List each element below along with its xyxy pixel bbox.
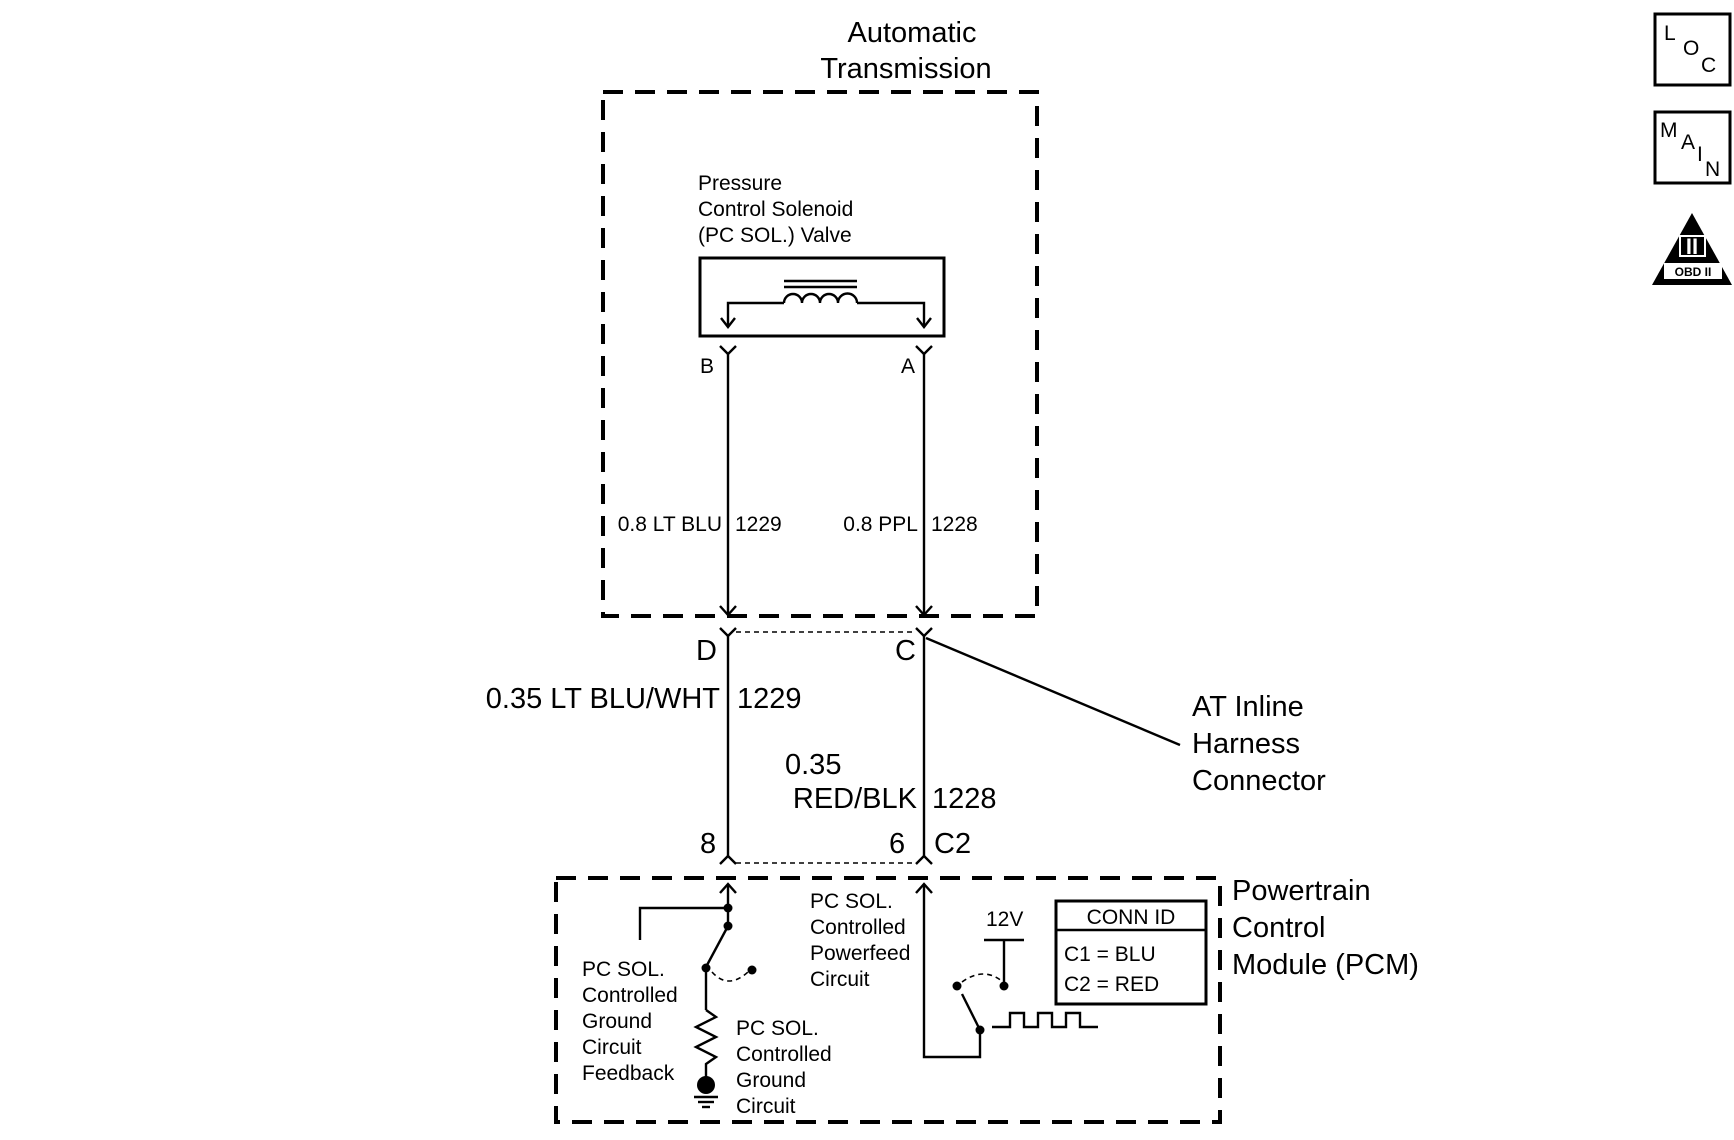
pcm-boundary (554, 876, 1222, 1124)
ground-label-line2: Controlled (736, 1043, 832, 1066)
feedback-label-line3: Ground (582, 1010, 652, 1033)
lower-wires: 0.35 LT BLU/WHT 1229 0.35 RED/BLK 1228 8… (486, 636, 997, 865)
obd-ii-numeral-block (1679, 235, 1706, 257)
pcm-connector-c2: C2 (934, 828, 971, 860)
powerfeed-label-line4: Circuit (810, 968, 870, 991)
pcm-group: Powertrain Control Module (PCM) PC SOL. … (554, 875, 1419, 1124)
inline-connector-label-line3: Connector (1192, 765, 1326, 797)
main-icon-letter: N (1705, 158, 1720, 181)
conn-id-box (1054, 899, 1208, 1006)
solenoid-coil-icon (782, 292, 859, 304)
obd-ii-icon[interactable]: II OBD II (1652, 213, 1732, 285)
transmission-title-line1: Automatic (848, 17, 977, 49)
obd-ii-label: OBD II (1675, 265, 1712, 279)
transmission-group: Automatic Transmission (601, 17, 1039, 618)
wire-1229-upper-circuit: 1229 (735, 513, 782, 536)
inline-connector-label-line1: AT Inline (1192, 691, 1304, 723)
feedback-label-line2: Controlled (582, 984, 678, 1007)
pcm-pin-8: 8 (700, 828, 716, 860)
solenoid-terminal-a: A (901, 355, 915, 378)
solenoid-arrow-icon (720, 317, 736, 329)
powerfeed-label-line3: Powerfeed (810, 942, 910, 965)
feedback-wire (638, 906, 728, 940)
terminal-fork-icon (719, 345, 737, 356)
solenoid-arrow-icon (916, 317, 932, 329)
ground-label-line3: Ground (736, 1069, 806, 1092)
powerfeed-label-line2: Controlled (810, 916, 906, 939)
transmission-boundary (601, 90, 1039, 618)
solenoid-label-line3: (PC SOL.) Valve (698, 224, 852, 247)
ground-switch-icon (704, 925, 730, 968)
pcm-label-line1: Powertrain (1232, 875, 1371, 907)
ground-label-line4: Circuit (736, 1095, 796, 1118)
conn-id-line1: C1 = BLU (1064, 943, 1156, 966)
ground-label-line1: PC SOL. (736, 1017, 819, 1040)
main-icon-letter: M (1660, 119, 1678, 142)
feedback-label-line5: Feedback (582, 1062, 675, 1085)
switch-travel-arc (711, 971, 749, 982)
inline-connector-label-line2: Harness (1192, 728, 1300, 760)
obd-ii-label-block (1664, 263, 1722, 279)
connector-fork-icon (915, 627, 933, 638)
solenoid-label-line1: Pressure (698, 172, 782, 195)
loc-icon-frame[interactable] (1653, 12, 1732, 87)
wire-1228-lower-label-line1: 0.35 (785, 749, 841, 781)
pcm-pin-6: 6 (889, 828, 905, 860)
wire-arrow-icon (915, 605, 933, 617)
solenoid-label-line2: Control Solenoid (698, 198, 853, 221)
powerfeed-pivot-dot (952, 981, 962, 991)
wire-1228-lower-circuit: 1228 (932, 783, 997, 815)
inline-connector-leader (925, 636, 1181, 747)
main-icon-letter: A (1681, 131, 1695, 154)
pcm-label-line3: Module (PCM) (1232, 949, 1419, 981)
powerfeed-label-line1: PC SOL. (810, 890, 893, 913)
transmission-title-line2: Transmission (820, 53, 991, 85)
obd-ii-numeral: II (1686, 234, 1698, 259)
conn-id-title: CONN ID (1087, 906, 1176, 929)
solenoid-coil-loop (726, 301, 926, 325)
loc-icon[interactable]: L O C (1653, 12, 1732, 87)
wire-1228-upper-label: 0.8 PPL (843, 513, 918, 536)
solenoid-terminal-b: B (700, 355, 714, 378)
loc-icon-letter: O (1683, 37, 1699, 60)
pcm-terminal-fork-icon (915, 854, 933, 865)
solenoid-group: Pressure Control Solenoid (PC SOL.) Valv… (698, 172, 946, 378)
ground-node-dot (697, 1076, 715, 1094)
pwm-signal-icon (992, 1011, 1098, 1029)
terminal-fork-icon (915, 345, 933, 356)
powerfeed-wire (922, 884, 982, 1059)
inline-connector-group: D C AT Inline Harness Connector (696, 627, 1326, 864)
wire-1229-lower-label: 0.35 LT BLU/WHT (486, 683, 721, 715)
main-icon-letter: I (1697, 143, 1703, 166)
pcm-terminal-fork-icon (719, 854, 737, 865)
voltage-label: 12V (986, 908, 1023, 931)
powerfeed-switch-arc (961, 973, 1004, 983)
feedback-label-line1: PC SOL. (582, 958, 665, 981)
resistor-icon (693, 1009, 719, 1078)
main-icon-frame[interactable] (1653, 110, 1732, 185)
upper-wires: 0.8 LT BLU 1229 0.8 PPL 1228 (618, 345, 978, 617)
loc-icon-letter: C (1701, 54, 1716, 77)
solenoid-body (698, 256, 946, 338)
wire-1228-lower-label-line2: RED/BLK (793, 783, 918, 815)
wire-1229-lower-circuit: 1229 (737, 683, 802, 715)
powerfeed-switch-icon (960, 993, 982, 1031)
inline-pin-c: C (895, 635, 916, 667)
conn-id-line2: C2 = RED (1064, 973, 1159, 996)
pcm-label-line2: Control (1232, 912, 1326, 944)
loc-icon-letter: L (1664, 22, 1676, 45)
main-icon[interactable]: M A I N (1653, 110, 1732, 185)
switch-open-contact-dot (747, 965, 757, 975)
wire-arrow-icon (719, 605, 737, 617)
wire-1228-upper-circuit: 1228 (931, 513, 978, 536)
wire-1229-upper-label: 0.8 LT BLU (618, 513, 722, 536)
inline-pin-d: D (696, 635, 717, 667)
feedback-label-line4: Circuit (582, 1036, 642, 1059)
connector-fork-icon (719, 627, 737, 638)
